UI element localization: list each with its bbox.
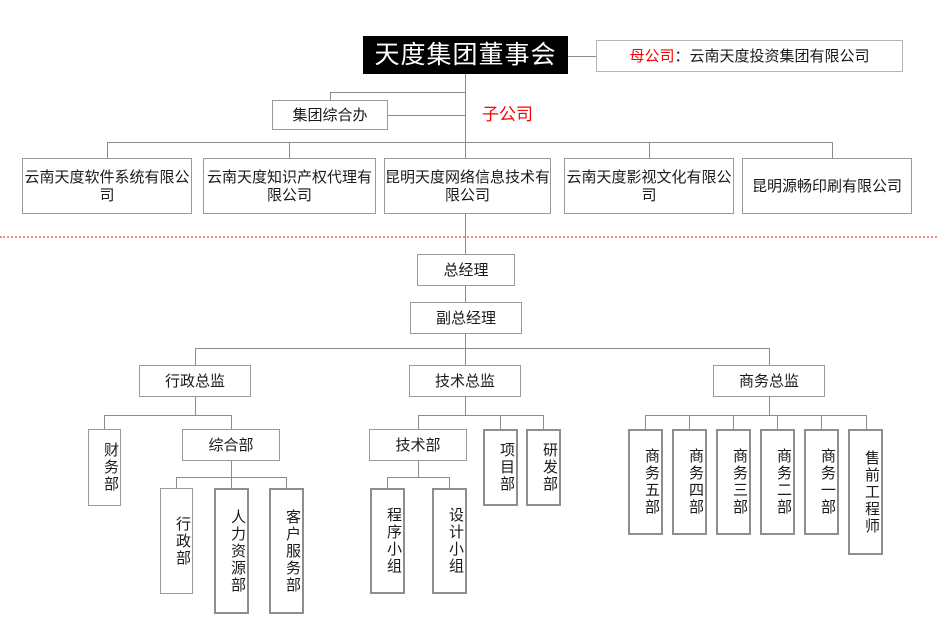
- drop-project-dept: [500, 415, 501, 429]
- subsidiary-box-4[interactable]: 云南天度影视文化有限公司: [564, 158, 734, 214]
- root-board-box[interactable]: 天度集团董事会: [363, 36, 568, 74]
- drop-director-tech: [465, 348, 466, 365]
- drop-presales-engineer: [866, 415, 867, 429]
- connector-trunk-to-subsidiaries: [465, 92, 466, 142]
- connector-general-dept-down: [231, 461, 232, 477]
- business-unit-box-4[interactable]: 商务四部: [672, 429, 707, 535]
- director-box-admin[interactable]: 行政总监: [139, 365, 251, 397]
- drop-admin-dept: [176, 477, 177, 488]
- group-office-box[interactable]: 集团综合办: [272, 100, 388, 130]
- business-unit-box-1[interactable]: 商务一部: [804, 429, 839, 535]
- drop-subsidiary-3: [465, 142, 466, 158]
- connector-to-general-manager: [465, 214, 466, 254]
- drop-customer-service-dept: [286, 477, 287, 488]
- business-unit-box-2[interactable]: 商务二部: [760, 429, 795, 535]
- drop-finance: [104, 415, 105, 429]
- connector-root-down: [465, 74, 466, 92]
- drop-program-group: [387, 477, 388, 488]
- team-box-design[interactable]: 设计小组: [432, 488, 467, 594]
- drop-design-group: [449, 477, 450, 488]
- deputy-general-manager-box[interactable]: 副总经理: [410, 302, 522, 334]
- drop-director-business: [769, 348, 770, 365]
- dept-box-human-resources[interactable]: 人力资源部: [214, 488, 249, 614]
- drop-subsidiary-2: [289, 142, 290, 158]
- drop-business-unit-1: [821, 415, 822, 429]
- drop-business-unit-3: [733, 415, 734, 429]
- drop-business-unit-2: [777, 415, 778, 429]
- general-manager-box[interactable]: 总经理: [417, 254, 515, 286]
- subsidiaries-bus: [107, 142, 833, 143]
- business-unit-box-5[interactable]: 商务五部: [628, 429, 663, 535]
- director-box-business[interactable]: 商务总监: [713, 365, 825, 397]
- parent-company-separator: ：: [674, 46, 690, 65]
- drop-hr-dept: [231, 477, 232, 488]
- connector-office-stub: [330, 92, 331, 100]
- drop-business-unit-4: [689, 415, 690, 429]
- admin-bus: [104, 415, 231, 416]
- drop-subsidiary-5: [832, 142, 833, 158]
- connector-tech-dept-down: [418, 461, 419, 477]
- dept-box-technology[interactable]: 技术部: [369, 429, 467, 461]
- tech-dept-bus: [387, 477, 449, 478]
- subsidiary-box-1[interactable]: 云南天度软件系统有限公司: [22, 158, 192, 214]
- dept-box-rd[interactable]: 研发部: [526, 429, 561, 506]
- dept-box-finance[interactable]: 财务部: [88, 429, 121, 506]
- team-box-program[interactable]: 程序小组: [370, 488, 405, 594]
- drop-director-admin: [195, 348, 196, 365]
- drop-subsidiary-1: [107, 142, 108, 158]
- section-divider: [0, 236, 937, 238]
- dept-box-administration[interactable]: 行政部: [160, 488, 193, 594]
- parent-company-tag: 母公司: [629, 46, 675, 65]
- subsidiary-legend: 子公司: [482, 104, 533, 125]
- parent-company-legend: 母公司：云南天度投资集团有限公司: [596, 40, 903, 72]
- directors-bus: [195, 348, 770, 349]
- connector-business-down: [769, 397, 770, 415]
- drop-business-unit-5: [645, 415, 646, 429]
- dept-box-project[interactable]: 项目部: [483, 429, 518, 506]
- connector-tech-down: [465, 397, 466, 415]
- drop-tech-dept: [418, 415, 419, 429]
- connector-office-to-subsidiary-legend: [388, 115, 465, 116]
- subsidiary-box-2[interactable]: 云南天度知识产权代理有限公司: [203, 158, 376, 214]
- tech-bus: [418, 415, 543, 416]
- dept-box-general[interactable]: 综合部: [182, 429, 280, 461]
- drop-subsidiary-4: [649, 142, 650, 158]
- parent-company-name: 云南天度投资集团有限公司: [689, 46, 870, 65]
- dept-box-customer-service[interactable]: 客户服务部: [269, 488, 304, 614]
- business-unit-box-3[interactable]: 商务三部: [716, 429, 751, 535]
- connector-root-to-office-h: [330, 92, 466, 93]
- connector-gm-to-dgm: [465, 286, 466, 302]
- business-bus: [645, 415, 866, 416]
- connector-admin-down: [195, 397, 196, 415]
- subsidiary-box-5[interactable]: 昆明源畅印刷有限公司: [742, 158, 912, 214]
- director-box-tech[interactable]: 技术总监: [409, 365, 521, 397]
- drop-rd-dept: [543, 415, 544, 429]
- connector-dgm-down: [465, 334, 466, 348]
- drop-general-dept: [231, 415, 232, 429]
- subsidiary-box-3[interactable]: 昆明天度网络信息技术有限公司: [384, 158, 551, 214]
- presales-engineer-box[interactable]: 售前工程师: [848, 429, 883, 555]
- connector-root-to-parent-legend: [568, 56, 596, 57]
